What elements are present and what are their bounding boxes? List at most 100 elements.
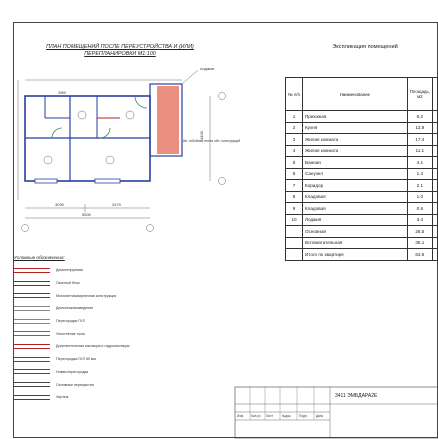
axis-mark-4 [218,177,226,185]
window-2 [94,178,121,184]
stamp-header: Лист [266,414,273,418]
legend-item: Демонтаж/возведение [14,302,129,315]
legend-symbol [14,369,50,375]
legend-label: Чертеж [56,395,69,400]
dim-total: 5500 [82,212,92,217]
plan-title: ПЛАН ПОМЕЩЕНИЙ ПОСЛЕ ПЕРЕУСТРОЙСТВА И (И… [20,44,220,59]
legend-symbol [14,305,50,311]
room-marker-2 [125,110,135,120]
legend-symbol [14,293,50,299]
row-extra [432,121,438,134]
row-extra [432,248,438,261]
room-marker-3 [43,155,53,165]
row-name: Жилая комната [302,144,408,157]
row-name: Лоджия [302,213,408,226]
label-balcony: лоджия [200,66,214,71]
door-swing-3 [134,95,148,109]
row-number: 5 [285,156,303,169]
legend-label: Оконный блок [56,281,80,286]
row-area: 11.1 [406,144,434,157]
legend-item: Уплотнение пола [14,327,129,340]
legend-item: Чертеж [14,391,129,404]
legend-label: Перегородки ГКЛ [56,319,85,324]
door-swing-2 [99,127,111,139]
row-number: 4 [285,144,303,157]
wall-outline-loggia [149,83,183,157]
dim-bottom-1: 3030 [55,202,65,207]
legend-label: Новая перегородка [56,369,89,374]
row-extra [432,190,438,203]
stamp-header: Изм. [237,414,244,418]
row-area: 3.4 [406,213,434,226]
row-extra [432,179,438,192]
row-extra [432,213,438,226]
row-extra [432,236,438,249]
row-number: 3 [285,133,303,146]
row-area: 0.5 [406,202,434,215]
dim-right: 4400 [199,130,204,140]
row-area: 35.1 [406,236,434,249]
stamp-header: Дата [316,414,324,418]
legend-item: Дополнительная изоляция и гидроизоляция [14,340,129,353]
row-name: Кладовая [302,202,408,215]
row-extra [432,156,438,169]
room-marker-4 [105,155,115,165]
stamp-code: 3411 ЭМБДАРА2Е [335,393,378,399]
row-extra [432,202,438,215]
legend-symbol [14,331,50,337]
legend-symbol [14,394,50,400]
row-extra [432,133,438,146]
legend-label: Основные перекрытия [56,382,94,387]
row-name: Вспомогательная [302,236,408,249]
legend-symbol [14,318,50,324]
legend-title: Условные обозначения: [14,255,65,260]
row-area: 2.1 [406,179,434,192]
window-1 [34,178,58,184]
row-area: 17.4 [406,133,434,146]
row-name: Коридор [302,179,408,192]
stamp-header: Кол.уч [251,414,261,418]
legend-label: Дополнительная изоляция и гидроизоляция [56,344,130,349]
row-number [285,236,303,249]
dim-bottom-2: 2470 [112,202,122,207]
loggia-hatch [157,86,179,154]
legend-item: Перегородка ГКЛ 80 мм [14,353,129,366]
axis-mark-2 [146,224,154,232]
legend-label: Демонтируемая [56,268,83,273]
row-number [285,225,303,238]
row-number: 6 [285,167,303,180]
legend-label: Демонтаж/возведение [56,306,94,311]
row-number: 9 [285,202,303,215]
legend-symbol [14,280,50,286]
plan-title-line2: ПЕРЕПЛАНИРОВКИ М1:100 [84,51,156,58]
row-number: 10 [285,213,303,226]
leader-balcony [181,69,199,85]
legend-item: Новая перегородка [14,366,129,379]
axis-mark-3 [218,92,226,100]
legend-label: Монолитная/кирпичная конструкция [56,293,117,298]
legend-label: Уплотнение пола [56,331,85,336]
row-number [285,248,303,261]
plan-title-line1: ПЛАН ПОМЕЩЕНИЙ ПОСЛЕ ПЕРЕУСТРОЙСТВА И (И… [46,44,194,50]
legend-symbol [14,343,50,349]
row-extra [432,144,438,157]
row-area: 1.4 [406,167,434,180]
legend-item: Перегородки ГКЛ [14,315,129,328]
legend-label: Перегородка ГКЛ 80 мм [56,357,96,362]
row-area: 13.9 [406,121,434,134]
legend-item: Демонтируемая [14,264,129,277]
